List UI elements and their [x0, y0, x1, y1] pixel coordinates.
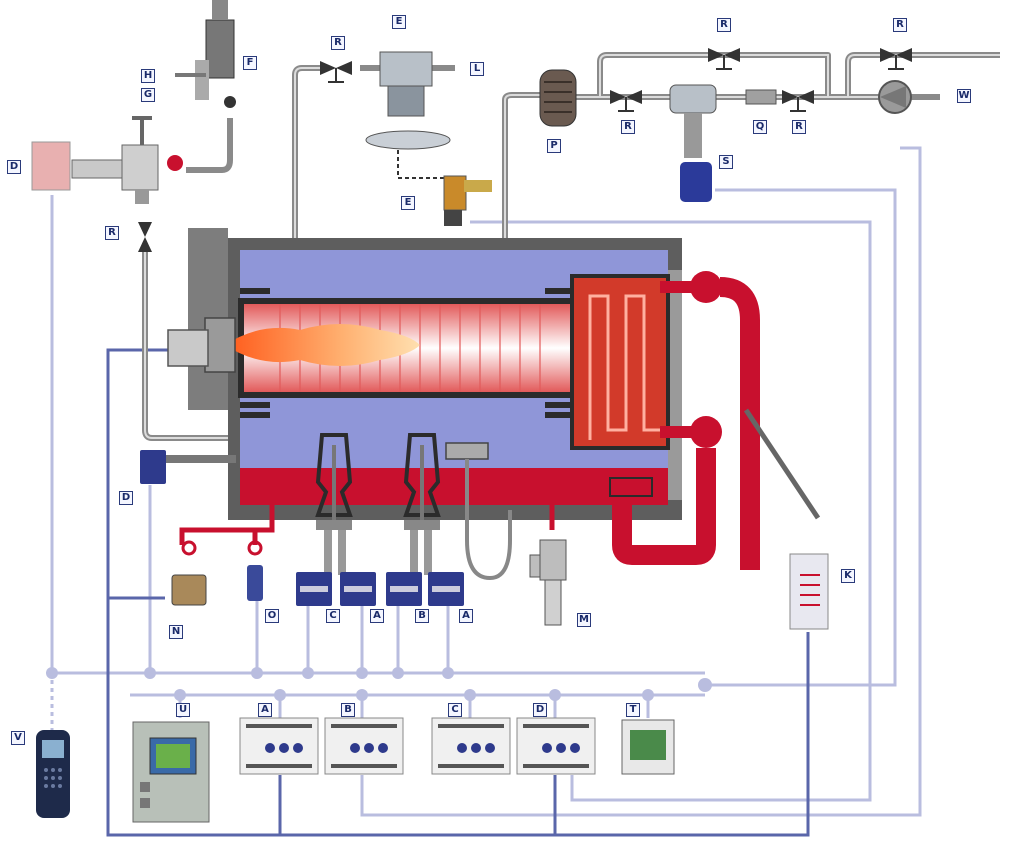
superheater: [570, 271, 760, 570]
label-valve-g: G: [141, 88, 155, 102]
label-probe-b: B: [415, 609, 429, 623]
label-gas-shutoff: E: [401, 196, 415, 210]
label-feed-valve-top: R: [331, 36, 345, 50]
label-bypass-valve-2: R: [893, 18, 907, 32]
label-blowdown-m: M: [577, 613, 591, 627]
pressure-switch-n: [171, 574, 207, 606]
label-bypass-valve-1: R: [717, 18, 731, 32]
label-temp-panel-k: K: [841, 569, 855, 583]
mobile-phone-v: [36, 730, 70, 818]
safety-valve: [175, 0, 236, 108]
label-probe-a2: A: [459, 609, 473, 623]
display-unit-t: [621, 719, 675, 775]
label-level-sensor-d: D: [119, 491, 133, 505]
label-display-t: T: [626, 703, 640, 717]
label-pipe-valve-left: R: [621, 120, 635, 134]
furnace-tube: [167, 288, 578, 418]
label-burner-fan: P: [547, 139, 561, 153]
label-strainer: Q: [753, 120, 767, 134]
pressure-regulator: [365, 51, 492, 226]
label-valve-h: H: [141, 69, 155, 83]
label-module-d: D: [533, 703, 547, 717]
label-pressure-switch-n: N: [169, 625, 183, 639]
label-regulator: E: [392, 15, 406, 29]
label-pressure-sensor-top: D: [7, 160, 21, 174]
temperature-panel-k: [789, 553, 829, 630]
label-phone-v: V: [11, 731, 25, 745]
level-gauge-d: [140, 450, 166, 484]
feed-assembly: [31, 116, 183, 204]
signal-junctions: [46, 667, 712, 701]
label-pump-w: W: [957, 89, 971, 103]
label-fuel-line: L: [470, 62, 484, 76]
controller-modules: [239, 717, 596, 775]
probe-sensors: [296, 572, 464, 606]
burner-fan: [539, 69, 577, 127]
control-panel-u: [132, 721, 210, 823]
label-module-c: C: [448, 703, 462, 717]
control-valve: [669, 84, 777, 202]
label-safety-valve: F: [243, 56, 257, 70]
label-probe-a1: A: [370, 609, 384, 623]
label-module-b: B: [341, 703, 355, 717]
label-vent-valve: R: [105, 226, 119, 240]
label-pipe-valve-right: R: [792, 120, 806, 134]
label-pressure-transmitter-o: O: [265, 609, 279, 623]
label-control-valve-actuator: S: [719, 155, 733, 169]
label-panel-u: U: [176, 703, 190, 717]
label-module-a: A: [258, 703, 272, 717]
control-wiring: [106, 348, 810, 837]
pressure-transmitter-o: [247, 565, 263, 601]
blowdown-valve: [529, 539, 567, 626]
label-probe-c: C: [326, 609, 340, 623]
level-probes: [315, 433, 512, 581]
